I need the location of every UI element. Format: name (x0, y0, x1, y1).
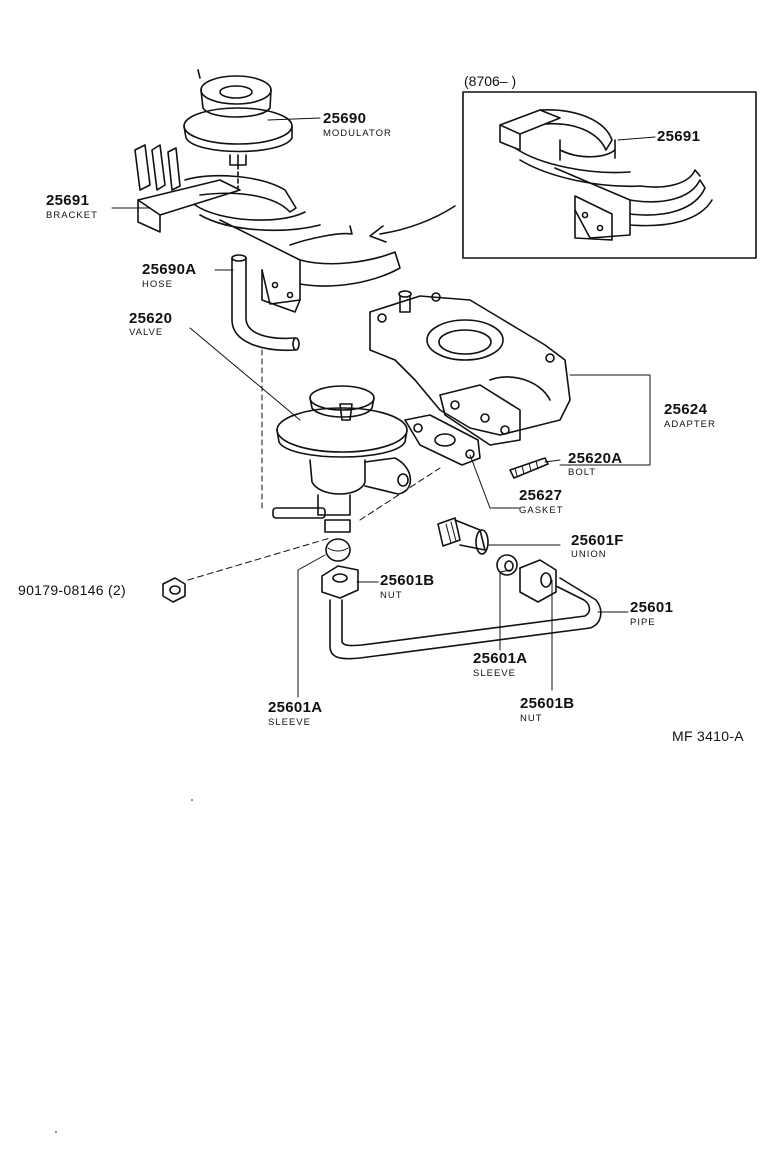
union-label: UNION (571, 549, 607, 560)
nut-left-part-number: 25601B (380, 572, 435, 589)
bolt-drawing (509, 457, 549, 479)
valve-drawing (272, 385, 412, 533)
nut-left-label: NUT (380, 590, 403, 601)
nut-left-drawing (321, 565, 359, 599)
figure-code: MF 3410-A (672, 728, 744, 744)
nut-right-label: NUT (520, 713, 543, 724)
gasket-label: GASKET (519, 505, 564, 516)
bracket-drawing (134, 144, 401, 313)
pipe-label: PIPE (630, 617, 656, 628)
inset-box (462, 91, 757, 259)
screw-drawing (162, 577, 186, 603)
inset-bracket-drawing (499, 109, 713, 241)
gasket-part-number: 25627 (519, 487, 563, 504)
pipe-drawing (329, 577, 602, 660)
sleeve-right-drawing (496, 554, 518, 576)
pipe-part-number: 25601 (630, 599, 674, 616)
sleeve-left-drawing (325, 538, 351, 562)
nut-right-drawing (519, 559, 557, 603)
sleeve-left-part-number: 25601A (268, 699, 323, 716)
bolt-part-number: 25620A (568, 450, 623, 467)
bracket-label: BRACKET (46, 210, 98, 221)
nut-right-part-number: 25601B (520, 695, 575, 712)
union-drawing (437, 517, 489, 555)
modulator-drawing (183, 69, 293, 191)
valve-label: VALVE (129, 327, 164, 338)
inset-arrow (369, 205, 456, 243)
inset-date-code: (8706– ) (464, 73, 517, 89)
sleeve-right-part-number: 25601A (473, 650, 528, 667)
sleeve-left-label: SLEEVE (268, 717, 311, 728)
adapter-drawing (369, 290, 571, 446)
bracket-part-number: 25691 (46, 192, 90, 209)
valve-part-number: 25620 (129, 310, 173, 327)
gasket-drawing (404, 414, 481, 466)
modulator-part-number: 25690 (323, 110, 367, 127)
leader-lines (111, 117, 651, 698)
inset-part-number: 25691 (657, 128, 701, 145)
hose-label: HOSE (142, 279, 173, 290)
screw-part-number: 90179-08146 (2) (18, 582, 127, 598)
hose-drawing (231, 254, 300, 511)
hose-part-number: 25690A (142, 261, 197, 278)
adapter-label: ADAPTER (664, 419, 716, 430)
assembly-dashed-lines (187, 467, 441, 581)
adapter-part-number: 25624 (664, 401, 708, 418)
bolt-label: BOLT (568, 467, 597, 478)
sleeve-right-label: SLEEVE (473, 668, 516, 679)
union-part-number: 25601F (571, 532, 624, 549)
modulator-label: MODULATOR (323, 128, 392, 139)
